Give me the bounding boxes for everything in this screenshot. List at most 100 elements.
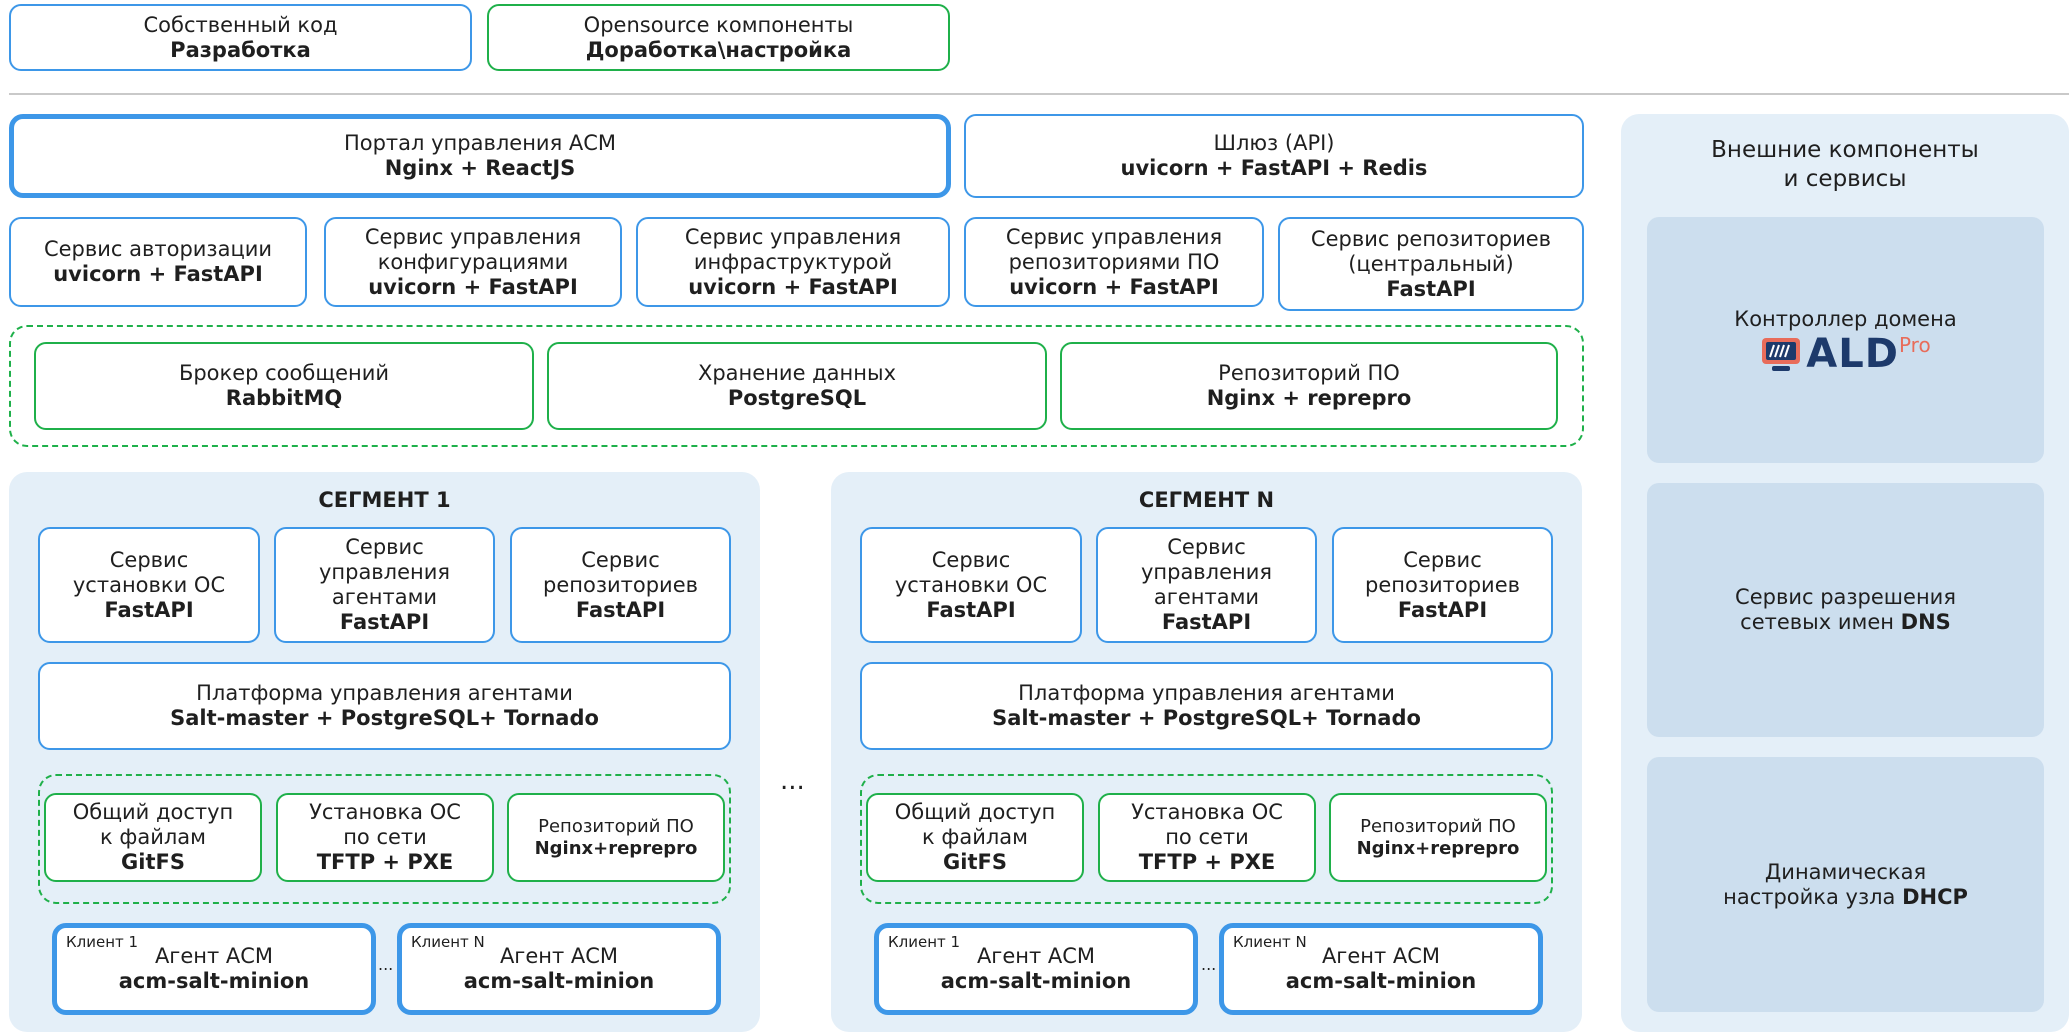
service-line: Сервис авторизации [43, 237, 273, 261]
platform-title: Платформа управления агентами [196, 681, 573, 705]
file-share-box: Общий доступ к файлам GitFS [44, 793, 262, 882]
service-tech: GitFS [943, 850, 1007, 874]
gateway-title: Шлюз (API) [1213, 131, 1335, 155]
infra-group [9, 325, 1584, 447]
service-tech: uvicorn + FastAPI [368, 274, 578, 299]
segment-title: СЕГМЕНТ N [1138, 488, 1275, 512]
external-title-line: Внешние компоненты [1711, 137, 1979, 163]
agent-box: Агент АСМ acm-salt-minion [397, 923, 721, 1015]
service-tech: FastAPI [575, 597, 666, 622]
client-label: Клиент 1 [888, 933, 961, 951]
service-line: агентами [331, 585, 438, 609]
legend-opensource-subtitle: Доработка\настройка [585, 37, 852, 62]
clients-ellipsis: ... [1201, 955, 1217, 974]
agent-tech: acm-salt-minion [940, 969, 1132, 993]
service-line: репозиториями ПО [1008, 249, 1220, 274]
agent-tech: acm-salt-minion [463, 969, 655, 993]
service-tech: FastAPI [339, 610, 430, 634]
broker-title: Брокер сообщений [178, 361, 390, 385]
service-tech: TFTP + PXE [316, 850, 454, 874]
dns-line2-bold: DNS [1900, 610, 1951, 634]
storage-tech: PostgreSQL [727, 386, 867, 410]
service-line: Сервис управления [1005, 224, 1223, 249]
portal-box: Портал управления АСМ Nginx + ReactJS [9, 114, 951, 198]
service-line: Общий доступ [72, 800, 234, 824]
platform-tech: Salt-master + PostgreSQL+ Tornado [992, 706, 1421, 730]
dns-line2: сетевых имен DNS [1740, 610, 1951, 635]
broker-box: Брокер сообщений RabbitMQ [34, 342, 534, 430]
central-repo-service-box: Сервис репозиториев (центральный) FastAP… [1278, 217, 1584, 311]
service-tech: FastAPI [1161, 610, 1252, 634]
portal-tech: Nginx + ReactJS [384, 156, 576, 180]
repo-service-box: Сервис репозиториев FastAPI [1332, 527, 1553, 643]
ald-logo-text: ALD [1806, 330, 1899, 377]
dns-line2-text: сетевых имен [1740, 610, 1901, 634]
storage-box: Хранение данных PostgreSQL [547, 342, 1047, 430]
agent-mgmt-service-box: Сервис управления агентами FastAPI [274, 527, 495, 643]
client-label: Клиент N [411, 933, 485, 951]
client-label: Клиент N [1233, 933, 1307, 951]
domain-controller-card: Контроллер домена ALD Pro [1647, 217, 2044, 463]
agent-tech: acm-salt-minion [118, 969, 310, 993]
legend-opensource: Opensource компоненты Доработка\настройк… [487, 4, 950, 71]
monitor-icon [1762, 337, 1801, 371]
segments-ellipsis: ... [780, 766, 805, 796]
service-tech: Nginx+reprepro [534, 837, 698, 859]
service-line: Сервис [345, 535, 424, 559]
service-line: Сервис [109, 547, 189, 572]
service-line: по сети [1165, 825, 1249, 849]
service-tech: FastAPI [104, 597, 194, 622]
segment-infra-group [38, 774, 731, 904]
service-tech: FastAPI [926, 597, 1016, 622]
agent-title: Агент АСМ [1321, 944, 1441, 968]
agent-title: Агент АСМ [154, 944, 274, 968]
external-title-line: и сервисы [1783, 166, 1907, 192]
agent-mgmt-service-box: Сервис управления агентами FastAPI [1096, 527, 1317, 643]
external-title: Внешние компоненты и сервисы [1621, 136, 2069, 194]
service-tech: uvicorn + FastAPI [688, 274, 898, 299]
infra-service-box: Сервис управления инфраструктурой uvicor… [636, 217, 950, 307]
net-install-box: Установка ОС по сети TFTP + PXE [1098, 793, 1316, 882]
repo-service-box: Сервис репозиториев FastAPI [510, 527, 731, 643]
dhcp-line1: Динамическая [1764, 859, 1927, 884]
service-line: Установка ОС [1131, 800, 1283, 824]
service-line: Сервис [931, 547, 1011, 572]
service-tech: TFTP + PXE [1138, 850, 1276, 874]
service-line: Сервис [1403, 547, 1482, 572]
auth-service-box: Сервис авторизации uvicorn + FastAPI [9, 217, 307, 307]
service-tech: FastAPI [1386, 276, 1476, 301]
dhcp-line2-text: настройка узла [1723, 884, 1903, 909]
service-line: (центральный) [1348, 251, 1514, 276]
agent-tech: acm-salt-minion [1285, 969, 1477, 993]
config-service-box: Сервис управления конфигурациями uvicorn… [324, 217, 622, 307]
service-line: к файлам [100, 825, 206, 849]
agent-title: Агент АСМ [976, 944, 1096, 968]
service-tech: uvicorn + FastAPI [53, 262, 263, 286]
agent-box: Агент АСМ acm-salt-minion [52, 923, 376, 1015]
segment-repo-box: Репозиторий ПО Nginx+reprepro [1329, 793, 1547, 882]
broker-tech: RabbitMQ [225, 386, 343, 410]
service-line: инфраструктурой [693, 249, 893, 274]
segment-infra-group [860, 774, 1553, 904]
client-label: Клиент 1 [66, 933, 139, 951]
gateway-tech: uvicorn + FastAPI + Redis [1120, 156, 1428, 180]
agent-title: Агент АСМ [499, 944, 619, 968]
repo-mgmt-service-box: Сервис управления репозиториями ПО uvico… [964, 217, 1264, 307]
service-line: репозиториев [543, 572, 698, 597]
service-line: Сервис репозиториев [1310, 226, 1552, 251]
service-line: Сервис [1167, 535, 1246, 559]
software-repo-title: Репозиторий ПО [1218, 361, 1400, 385]
service-tech: uvicorn + FastAPI [1009, 274, 1219, 299]
software-repo-box: Репозиторий ПО Nginx + reprepro [1060, 342, 1558, 430]
service-line: установки ОС [894, 572, 1048, 597]
file-share-box: Общий доступ к файлам GitFS [866, 793, 1084, 882]
dns-line1: Сервис разрешения [1735, 585, 1956, 609]
dhcp-card: Динамическая настройка узла DHCP [1647, 757, 2044, 1012]
storage-title: Хранение данных [697, 361, 897, 385]
service-line: конфигурациями [377, 249, 569, 274]
clients-ellipsis: ... [378, 955, 394, 974]
service-line: Сервис управления [684, 224, 902, 249]
service-line: управления [318, 560, 451, 584]
service-line: Репозиторий ПО [1360, 815, 1516, 837]
service-line: Сервис [581, 547, 660, 572]
